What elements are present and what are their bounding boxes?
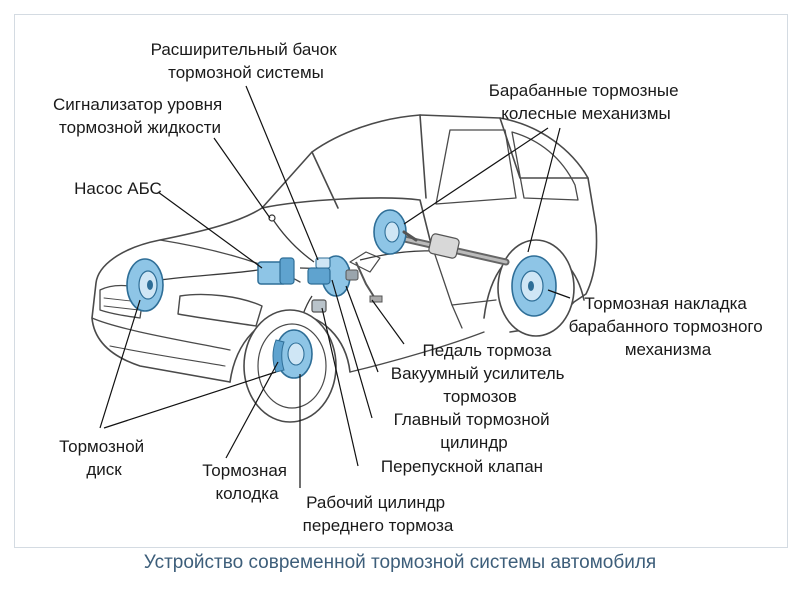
label-brake-disc: Тормозной диск [59,437,149,479]
leader-lines [99,85,571,488]
label-fluid-level-sensor: Сигнализатор уровня тормозной жидкости [53,95,227,137]
label-vacuum-booster: Вакуумный усилитель тормозов [391,364,569,406]
brake-disc-icon [126,258,164,312]
brake-pedal-icon [355,261,383,303]
label-front-wheel-cylinder: Рабочий цилиндр переднего тормоза [303,493,454,535]
label-drum-brakes: Барабанные тормозные колесные механизмы [489,81,684,123]
label-bypass-valve: Перепускной клапан [381,457,543,476]
rear-drum-left [373,209,418,255]
front-wheel [243,309,337,423]
label-expansion-tank: Расширительный бачок тормозной системы [151,40,342,82]
label-drum-lining: Тормозная накладка барабанного тормозног… [569,294,768,359]
vacuum-booster-icon [268,214,359,297]
label-brake-pad: Тормозная колодка [202,461,292,503]
abs-pump-icon [257,257,295,285]
label-master-cylinder: Главный тормозной цилиндр [394,410,555,452]
bypass-valve-icon [311,299,327,313]
rear-axle [396,233,510,266]
label-brake-pedal: Педаль тормоза [423,341,552,360]
brake-system-diagram: Расширительный бачок тормозной системы С… [53,40,768,535]
label-abs-pump: Насос АБС [74,179,162,198]
diagram-caption: Устройство современной тормозной системы… [143,552,657,573]
brake-drum-icon [497,239,575,337]
